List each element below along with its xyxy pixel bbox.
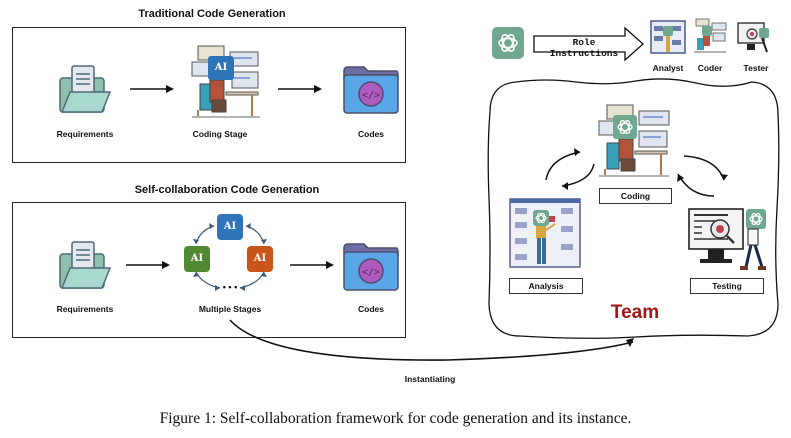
svg-text:</>: </> bbox=[362, 90, 380, 101]
traditional-requirements-label: Requirements bbox=[56, 129, 114, 139]
analyst-label: Analyst bbox=[652, 63, 684, 73]
self-collaboration-title: Self-collaboration Code Generation bbox=[134, 184, 320, 196]
ai-coder-desk-icon bbox=[191, 45, 260, 118]
traditional-panel bbox=[12, 27, 406, 163]
chatgpt-logo-icon bbox=[492, 27, 524, 59]
code-folder-icon: </> bbox=[343, 243, 399, 291]
arrow-right-icon bbox=[290, 261, 334, 269]
ellipsis: • • • bbox=[222, 282, 238, 292]
self-collaboration-codes-label: Codes bbox=[358, 304, 384, 314]
cycle-arrows-icon bbox=[545, 148, 728, 197]
coder-label: Coder bbox=[697, 63, 723, 73]
traditional-title: Traditional Code Generation bbox=[138, 8, 286, 20]
coding-agent-icon bbox=[598, 104, 670, 177]
instantiating-label: Instantiating bbox=[404, 374, 456, 384]
folder-document-icon bbox=[59, 241, 112, 289]
ai-tile-blue: AI bbox=[217, 214, 243, 240]
traditional-coding-stage-label: Coding Stage bbox=[192, 129, 248, 139]
analysis-stage-box: Analysis bbox=[509, 278, 583, 294]
multiple-stages-label: Multiple Stages bbox=[198, 304, 262, 314]
figure-caption: Figure 1: Self-collaboration framework f… bbox=[159, 410, 632, 427]
coder-icon bbox=[694, 18, 727, 53]
self-collaboration-requirements-label: Requirements bbox=[56, 304, 114, 314]
tester-label: Tester bbox=[743, 63, 769, 73]
ai-cycle-arrows-icon bbox=[193, 223, 267, 291]
analysis-agent-icon bbox=[509, 198, 581, 268]
svg-text:</>: </> bbox=[362, 267, 380, 278]
role-instructions-arrow bbox=[533, 26, 644, 62]
instantiating-arrow bbox=[229, 319, 634, 361]
arrow-right-icon bbox=[130, 85, 174, 93]
ai-badge: AI bbox=[214, 62, 228, 73]
traditional-codes-label: Codes bbox=[358, 129, 384, 139]
team-box-outline bbox=[487, 78, 780, 339]
code-folder-icon: </> bbox=[343, 66, 399, 114]
coding-stage-box: Coding bbox=[599, 188, 672, 204]
testing-stage-box: Testing bbox=[690, 278, 764, 294]
role-instructions-label: Role Instructions bbox=[549, 37, 619, 59]
ai-tile-green: AI bbox=[184, 246, 210, 272]
arrow-right-icon bbox=[126, 261, 170, 269]
analyst-icon bbox=[650, 20, 686, 54]
self-collaboration-panel bbox=[12, 202, 406, 338]
ai-tile-orange: AI bbox=[247, 246, 273, 272]
testing-agent-icon bbox=[688, 208, 766, 270]
arrow-right-icon bbox=[278, 85, 322, 93]
team-label: Team bbox=[610, 302, 660, 323]
tester-icon bbox=[737, 22, 769, 53]
folder-document-icon bbox=[59, 65, 112, 113]
